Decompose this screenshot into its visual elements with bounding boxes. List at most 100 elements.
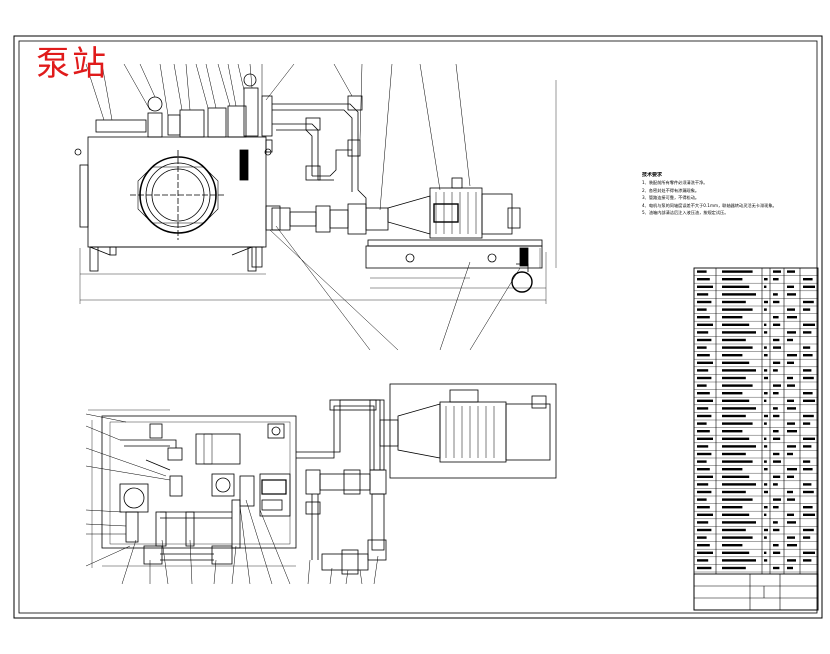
- parts-list-text-mark: [803, 483, 812, 486]
- parts-list-text-mark: [803, 323, 815, 326]
- parts-list-text-mark: [697, 490, 712, 494]
- parts-list-text-mark: [773, 361, 781, 364]
- parts-list-text-mark: [722, 414, 746, 418]
- parts-list-text-mark: [697, 498, 707, 501]
- parts-list-text-mark: [722, 513, 750, 516]
- technical-note-item: 5、油箱内部清洁后注入液压油，按规定试压。: [642, 210, 729, 216]
- parts-list-text-mark: [764, 308, 767, 311]
- inner-border: [18, 40, 818, 614]
- parts-list-text-mark: [787, 490, 793, 494]
- parts-list-text-mark: [764, 376, 768, 380]
- parts-list-text-mark: [764, 300, 768, 304]
- parts-list-text-mark: [773, 452, 780, 456]
- parts-list-text-mark: [803, 445, 812, 448]
- parts-list-text-mark: [722, 521, 756, 524]
- parts-list-text-mark: [764, 445, 768, 448]
- parts-list-text-mark: [697, 293, 709, 296]
- parts-list-text-mark: [697, 399, 713, 402]
- parts-list-text-mark: [803, 369, 812, 372]
- parts-list-text-mark: [773, 430, 779, 433]
- parts-list-text-mark: [803, 536, 811, 539]
- parts-list-text-mark: [697, 369, 709, 372]
- parts-list-text-mark: [722, 323, 750, 326]
- motor-assembly: [389, 383, 557, 479]
- parts-list-text-mark: [722, 536, 753, 539]
- parts-list-text-mark: [722, 392, 743, 395]
- parts-list-text-mark: [773, 293, 778, 296]
- parts-list-text-mark: [773, 316, 779, 319]
- parts-list-text-mark: [787, 559, 796, 562]
- parts-list-text-mark: [803, 528, 814, 532]
- parts-list-text-mark: [764, 414, 768, 418]
- parts-list-text-mark: [803, 346, 811, 349]
- parts-list-text-mark: [803, 468, 813, 471]
- parts-list-text-mark: [787, 536, 795, 539]
- parts-list-text-mark: [722, 278, 743, 281]
- parts-list-text-mark: [787, 399, 794, 402]
- parts-list-text-mark: [697, 323, 713, 326]
- parts-list-text-mark: [773, 369, 778, 372]
- technical-note-item: 3、管路连接可靠，不得松动。: [642, 195, 700, 201]
- technical-notes-heading: 技术要求: [642, 172, 663, 178]
- parts-list-text-mark: [697, 422, 707, 425]
- parts-list-text-mark: [803, 506, 813, 509]
- parts-list-text-mark: [803, 437, 815, 440]
- parts-list-text-mark: [764, 559, 768, 562]
- parts-list-text-mark: [803, 300, 814, 304]
- parts-list-text-mark: [697, 300, 712, 304]
- outer-border: [13, 35, 823, 619]
- tank-top: [101, 415, 297, 549]
- parts-list-text-mark: [764, 331, 768, 334]
- parts-list-text-mark: [764, 346, 767, 349]
- technical-note-item: 1、装配前所有零件必须清洗干净。: [642, 180, 708, 186]
- parts-list-text-mark: [697, 536, 707, 539]
- parts-list-text-mark: [722, 559, 756, 562]
- parts-list-text-mark: [787, 430, 797, 433]
- parts-list-text-mark: [722, 498, 753, 501]
- parts-list-text-mark: [697, 513, 713, 516]
- front-view: [74, 63, 557, 351]
- parts-list-text-mark: [787, 354, 797, 357]
- parts-list-text-mark: [773, 407, 778, 410]
- parts-list-text-mark: [764, 354, 768, 357]
- parts-list-text-mark: [697, 270, 707, 273]
- parts-list-text-mark: [787, 566, 793, 570]
- bell-housing: [387, 195, 431, 235]
- parts-list-text-mark: [764, 483, 768, 486]
- parts-list-text-mark: [722, 468, 743, 471]
- technical-notes: 技术要求 1、装配前所有零件必须清洗干净。 2、各密封处不得有渗漏现象。 3、管…: [642, 172, 817, 216]
- parts-list-text-mark: [787, 331, 796, 334]
- parts-list-text-mark: [722, 376, 746, 380]
- parts-list-text-mark: [787, 544, 797, 547]
- drawing-title: 泵站: [36, 44, 108, 84]
- parts-list-text-mark: [803, 331, 812, 334]
- parts-list-text-mark: [722, 445, 756, 448]
- parts-list-text-mark: [764, 528, 768, 532]
- parts-list-text-mark: [787, 422, 795, 425]
- parts-list-text-mark: [722, 293, 756, 296]
- parts-list-text-mark: [803, 399, 815, 402]
- parts-list-text-mark: [787, 384, 795, 387]
- parts-list-text-mark: [697, 559, 709, 562]
- parts-list-text-mark: [787, 270, 795, 273]
- parts-list-text-mark: [773, 528, 780, 532]
- parts-list-text-mark: [697, 483, 709, 486]
- parts-list-text-mark: [722, 331, 756, 334]
- parts-list-text-mark: [697, 354, 710, 357]
- parts-list-text-mark: [697, 376, 712, 380]
- parts-list-text-mark: [722, 270, 753, 273]
- parts-list-text-mark: [787, 285, 794, 288]
- parts-list-text-mark: [764, 285, 767, 288]
- parts-list-text-mark: [722, 285, 750, 288]
- parts-list-text-mark: [803, 392, 813, 395]
- parts-list-text-mark: [787, 445, 796, 448]
- parts-list-text-mark: [697, 361, 713, 364]
- parts-list-text-mark: [773, 338, 780, 342]
- parts-list-text-mark: [722, 354, 743, 357]
- parts-list-text-mark: [697, 384, 707, 387]
- parts-list-text-mark: [722, 460, 753, 463]
- parts-list-text-mark: [803, 278, 813, 281]
- parts-list-text-mark: [722, 308, 753, 311]
- parts-list-text-mark: [803, 354, 813, 357]
